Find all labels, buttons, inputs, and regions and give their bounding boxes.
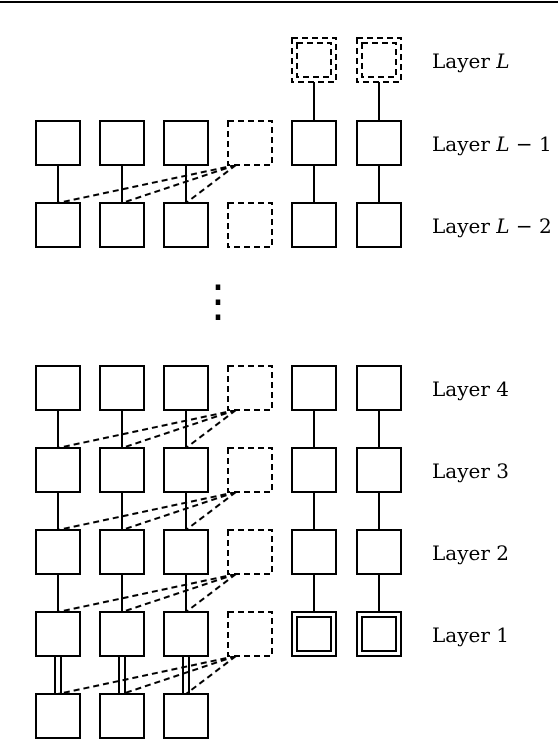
node (99, 611, 145, 657)
node (291, 120, 337, 166)
node-top-dashed (291, 37, 337, 83)
node-dashed (227, 611, 273, 657)
node (356, 447, 402, 493)
node (163, 365, 209, 411)
node (356, 202, 402, 248)
layer-label: Layer 3 (432, 459, 509, 483)
node (356, 365, 402, 411)
dashed-skip-edge (57, 655, 237, 695)
layer-label: Layer 1 (432, 623, 509, 647)
dashed-skip-edge (57, 164, 237, 204)
dashed-skip-edge (57, 409, 237, 449)
node (99, 447, 145, 493)
node (35, 447, 81, 493)
node-dashed (227, 447, 273, 493)
node (356, 529, 402, 575)
node-dashed (227, 365, 273, 411)
node (99, 529, 145, 575)
node-input (291, 611, 337, 657)
node (35, 693, 81, 739)
node (35, 202, 81, 248)
layer-label: Layer L (432, 49, 510, 73)
dashed-skip-edge (121, 409, 237, 449)
dashed-skip-edge (185, 573, 237, 613)
layer-label: Layer L − 2 (432, 214, 552, 238)
dashed-skip-edge (121, 164, 237, 204)
node (35, 365, 81, 411)
dashed-skip-edge (121, 491, 237, 531)
nodes (35, 37, 402, 739)
dashed-skip-edge (57, 573, 237, 613)
node (163, 693, 209, 739)
node-dashed (227, 120, 273, 166)
edges (54, 82, 380, 695)
node (163, 120, 209, 166)
node (291, 202, 337, 248)
node (99, 202, 145, 248)
dashed-skip-edge (121, 573, 237, 613)
node (35, 611, 81, 657)
node (99, 693, 145, 739)
layer-labels: Layer L Layer L − 1 Layer L − 2 Layer 4 Laye… (432, 49, 552, 647)
node-input (356, 611, 402, 657)
node-dashed (227, 529, 273, 575)
node (163, 447, 209, 493)
dashed-skip-edge (185, 164, 237, 204)
layer-label: Layer L − 1 (432, 132, 552, 156)
node (291, 447, 337, 493)
node-top-dashed (356, 37, 402, 83)
node (356, 120, 402, 166)
node (35, 120, 81, 166)
layer-label: Layer 4 (432, 377, 509, 401)
dashed-skip-edge (185, 491, 237, 531)
dashed-skip-edge (57, 491, 237, 531)
node-dashed (227, 202, 273, 248)
dashed-skip-edge (121, 655, 237, 695)
node (99, 120, 145, 166)
node (99, 365, 145, 411)
node (163, 529, 209, 575)
node (291, 365, 337, 411)
node (163, 202, 209, 248)
node (163, 611, 209, 657)
vertical-ellipsis: ⋮ (196, 276, 240, 327)
dashed-skip-edge (185, 655, 237, 695)
node (291, 529, 337, 575)
node (35, 529, 81, 575)
layer-label: Layer 2 (432, 541, 509, 565)
dashed-skip-edge (185, 409, 237, 449)
